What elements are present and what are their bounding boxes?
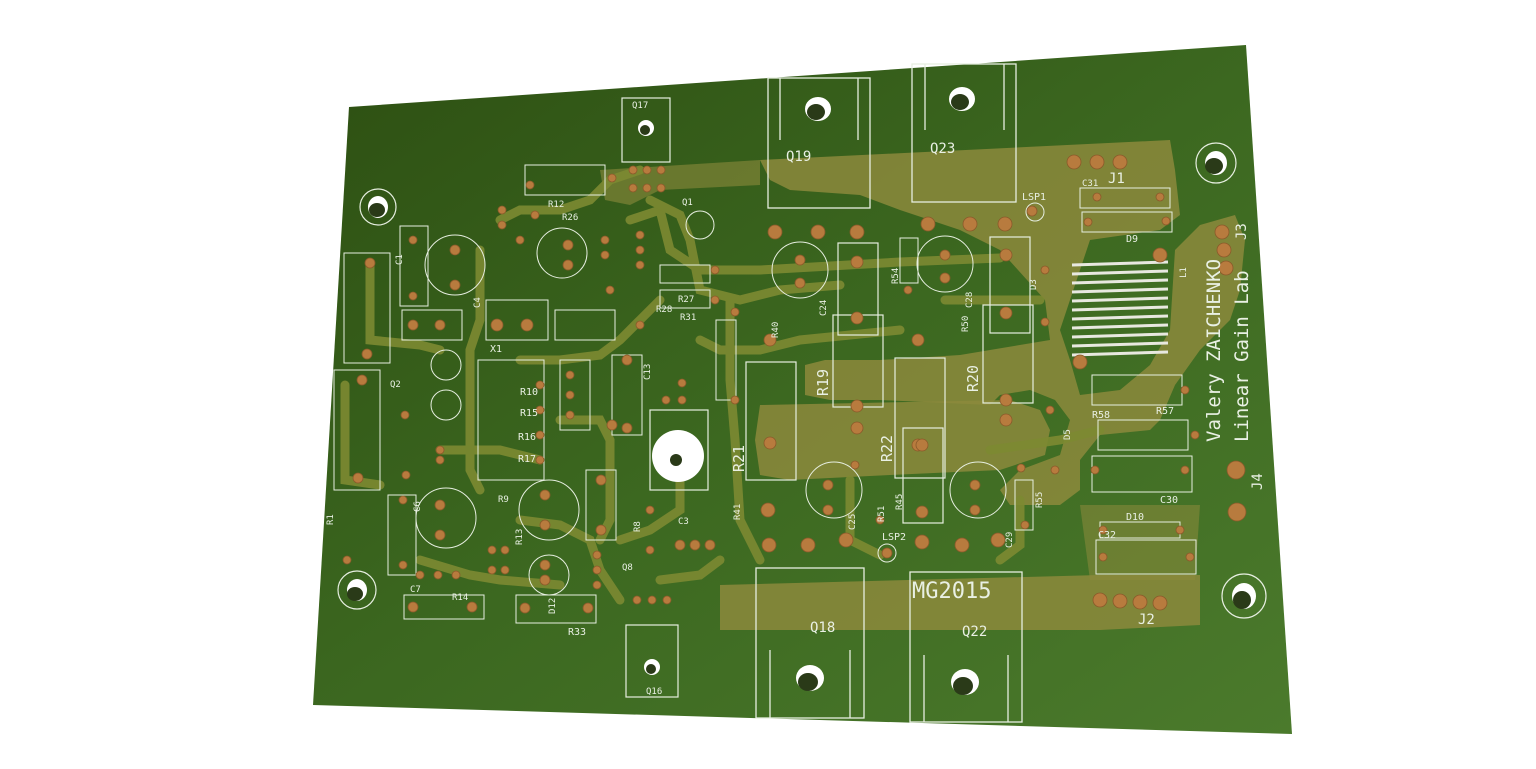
label-r26: R26 [562, 213, 578, 223]
label-c32: C32 [1098, 530, 1116, 541]
label-q22: Q22 [962, 624, 987, 640]
author-lab: Linear Gain Lab [1231, 270, 1253, 442]
label-d9: D9 [1126, 234, 1138, 245]
copper-pour-bottom-rail [720, 575, 1200, 630]
label-r22: R22 [878, 435, 896, 462]
label-r31: R31 [680, 313, 696, 323]
label-r33: R33 [568, 627, 586, 638]
label-c7: C7 [410, 585, 421, 595]
copper-pour-top-rail [760, 140, 1245, 505]
transistor-q23 [911, 63, 1017, 203]
label-r27: R27 [678, 295, 694, 305]
label-r40: R40 [771, 322, 781, 338]
label-c6: C6 [413, 501, 423, 512]
label-c4: C4 [473, 297, 483, 308]
mounting-holes [337, 142, 1267, 619]
label-r13: R13 [515, 529, 525, 545]
label-c25: C25 [848, 514, 858, 530]
label-r21: R21 [730, 445, 748, 472]
label-r41: R41 [733, 504, 743, 520]
label-r57: R57 [1156, 406, 1174, 417]
label-x1: X1 [490, 344, 502, 355]
label-q23: Q23 [930, 141, 955, 157]
mounting-hole [337, 570, 377, 610]
label-r9: R9 [498, 495, 509, 505]
label-c3: C3 [678, 517, 689, 527]
pads [342, 154, 1247, 614]
transistor-q16 [625, 624, 679, 698]
label-lsp1: LSP1 [1022, 192, 1046, 203]
copper-layer [340, 140, 1245, 630]
label-q8: Q8 [622, 563, 633, 573]
label-r8: R8 [633, 521, 643, 532]
label-r54: R54 [891, 268, 901, 284]
label-c31: C31 [1082, 179, 1098, 189]
label-d12: D12 [548, 598, 558, 614]
label-c24: C24 [819, 300, 829, 316]
label-q16: Q16 [646, 687, 662, 697]
author-name: Valery ZAICHENKO [1203, 259, 1225, 442]
label-r20: R20 [964, 365, 982, 392]
transistor-q19 [767, 77, 871, 209]
label-q19: Q19 [786, 149, 811, 165]
mounting-hole [359, 188, 397, 226]
label-r28: R28 [656, 305, 672, 315]
label-j4: J4 [1250, 473, 1266, 490]
label-c13: C13 [643, 364, 653, 380]
label-r12: R12 [548, 200, 564, 210]
label-c28: C28 [965, 292, 975, 308]
transistor-q18 [755, 567, 865, 719]
brand-mark: MG2015 [912, 579, 991, 604]
copper-pour-right [1080, 505, 1200, 580]
label-j3: J3 [1234, 223, 1250, 240]
label-c1: C1 [395, 254, 405, 265]
bias-heatsink-hole [649, 409, 709, 491]
transistor-q17 [621, 97, 671, 163]
label-r10: R10 [520, 387, 538, 398]
label-d3: D3 [1029, 279, 1039, 290]
transistor-q22 [909, 571, 1023, 723]
label-lsp2: LSP2 [882, 532, 906, 543]
label-r19: R19 [814, 369, 832, 396]
label-r14: R14 [452, 593, 468, 603]
label-d5: D5 [1063, 429, 1073, 440]
label-c29: C29 [1005, 532, 1015, 548]
label-r58: R58 [1092, 410, 1110, 421]
label-j2: J2 [1138, 612, 1155, 628]
label-r16: R16 [518, 432, 536, 443]
label-q17: Q17 [632, 101, 648, 111]
mounting-hole [1221, 573, 1267, 619]
label-q1: Q1 [682, 198, 693, 208]
label-r51: R51 [877, 506, 887, 522]
label-r45: R45 [895, 494, 905, 510]
label-l1: L1 [1179, 267, 1189, 278]
label-q18: Q18 [810, 620, 835, 636]
label-r17: R17 [518, 454, 536, 465]
label-c30: C30 [1160, 495, 1178, 506]
silkscreen-labels: Q17 Q19 Q23 Q18 Q22 Q16 Q1 Q2 Q8 J1 J2 J… [326, 101, 1266, 697]
label-d10: D10 [1126, 512, 1144, 523]
label-j1: J1 [1108, 171, 1125, 187]
mounting-hole [1195, 142, 1237, 184]
label-q2: Q2 [390, 380, 401, 390]
label-r1: R1 [326, 514, 336, 525]
inductor-l1 [1071, 260, 1169, 357]
label-r15: R15 [520, 408, 538, 419]
label-r50: R50 [961, 316, 971, 332]
label-r55: R55 [1035, 492, 1045, 508]
